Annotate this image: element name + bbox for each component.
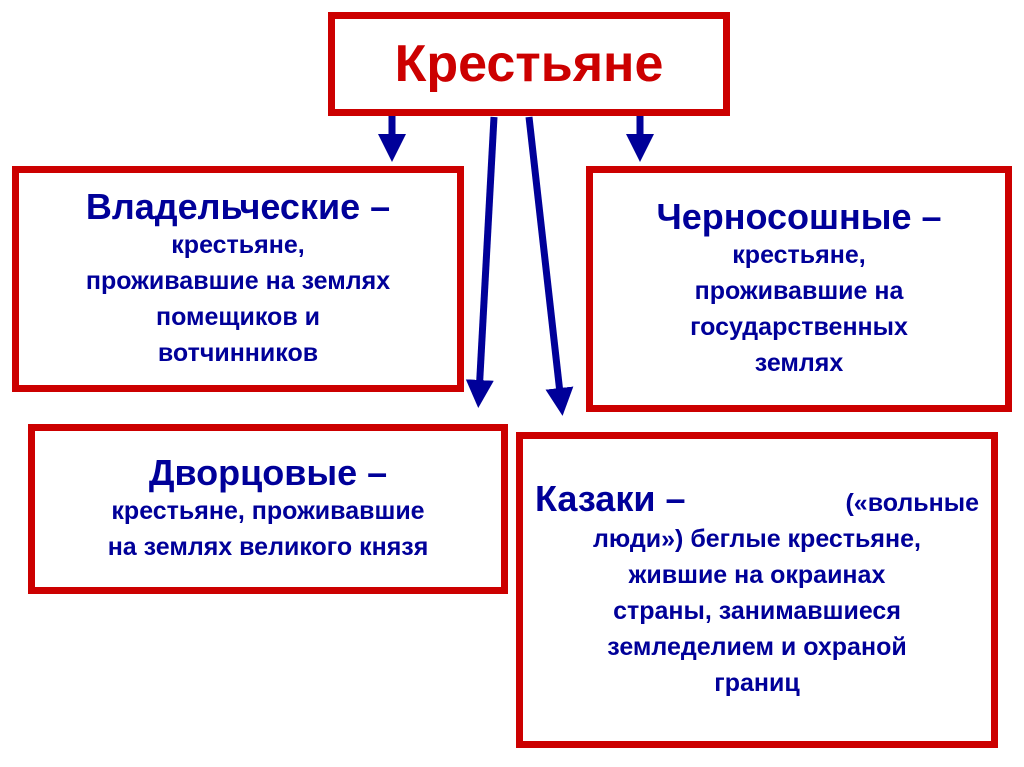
node-line: страны, занимавшиеся	[613, 597, 901, 625]
node-heading: Казаки –	[535, 478, 686, 519]
node-line: проживавшие на	[694, 277, 904, 305]
node-line: проживавшие на землях	[85, 267, 391, 295]
node-line: на землях великого князя	[107, 533, 429, 561]
node-line: вотчинников	[157, 339, 319, 367]
node-line: крестьяне, проживавшие	[111, 497, 425, 525]
node-line: крестьяне,	[171, 231, 305, 259]
node-line: помещиков и	[155, 303, 321, 331]
node-line: жившие на окраинах	[628, 561, 886, 589]
node-line: государственных	[690, 313, 908, 341]
node-line: люди») беглые крестьяне,	[593, 525, 921, 553]
node-line: землях	[754, 349, 844, 377]
node-dvorcovye: Дворцовые – крестьяне, проживавшие на зе…	[28, 424, 508, 594]
root-label: Крестьяне	[394, 35, 664, 93]
node-heading: Владельческие –	[85, 186, 391, 227]
node-vladelcheskie: Владельческие – крестьяне, проживавшие н…	[12, 166, 464, 392]
node-line: крестьяне,	[732, 241, 866, 269]
node-chernososhnye: Черносошные – крестьяне, проживавшие на …	[586, 166, 1012, 412]
node-heading-suffix: («вольные	[845, 489, 979, 517]
node-heading: Дворцовые –	[148, 452, 388, 493]
root-node-krestyane: Крестьяне	[328, 12, 730, 116]
arrow-to-kazaki	[525, 116, 574, 416]
arrow-to-dvorcovye	[465, 116, 498, 408]
node-line: земледелием и охраной	[607, 633, 907, 661]
node-line: границ	[714, 669, 800, 697]
node-kazaki: Казаки – («вольные люди») беглые крестья…	[516, 432, 998, 748]
node-heading: Черносошные –	[656, 196, 942, 237]
